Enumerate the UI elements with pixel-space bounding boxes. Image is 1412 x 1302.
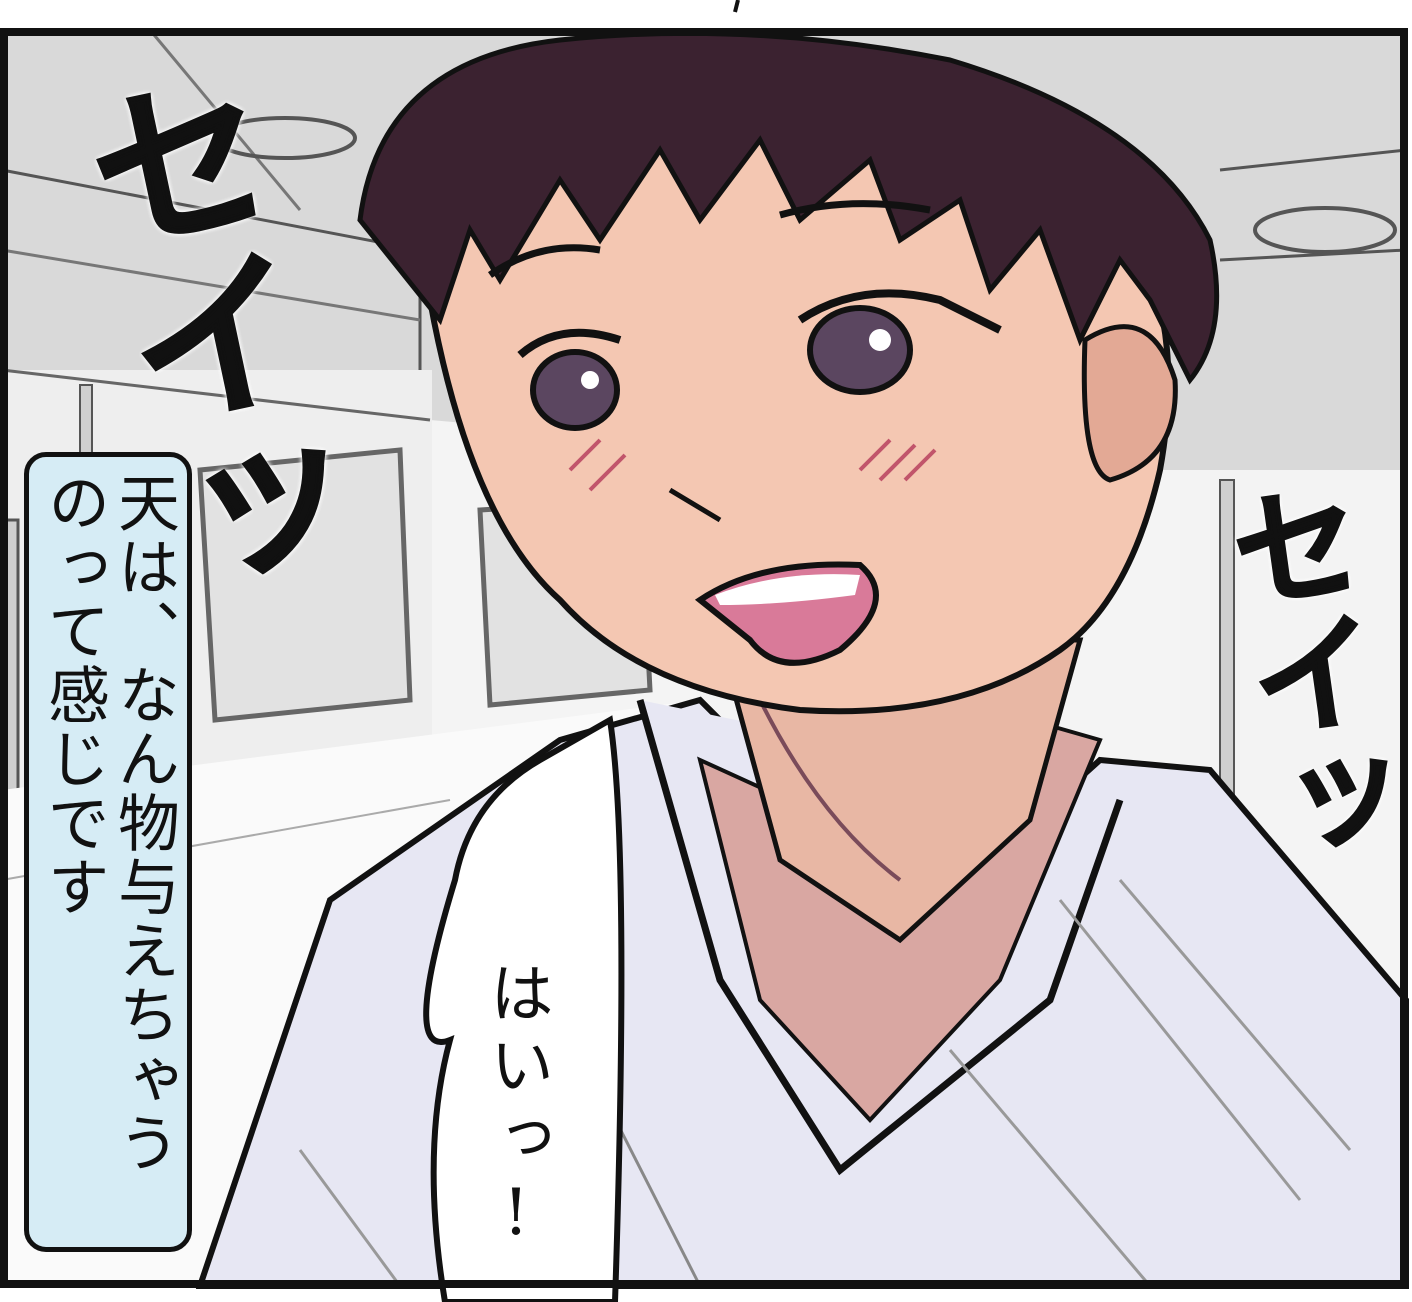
caption-text: 天は、なん物与えちゃう のって感じです xyxy=(37,471,180,1247)
caption-box: 天は、なん物与えちゃう のって感じです xyxy=(24,452,192,1252)
caption-line-1: 天は、なん物与えちゃう xyxy=(107,471,180,1175)
speech-text: はいっ! xyxy=(479,960,553,1258)
character-head xyxy=(357,30,1220,715)
speech-bubble-shape xyxy=(423,715,625,1302)
caption-line-2: のって感じです xyxy=(37,471,110,919)
